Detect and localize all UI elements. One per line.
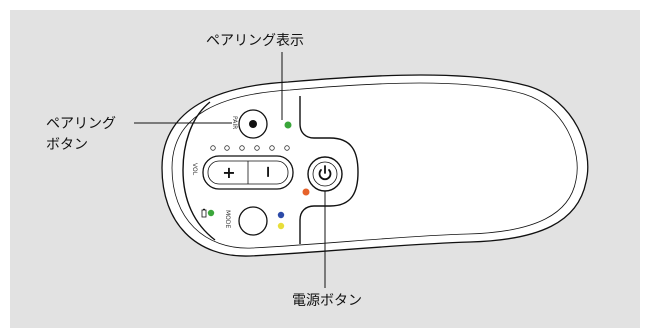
remote-inner-shell	[171, 82, 578, 249]
volume-led-row	[210, 145, 290, 151]
power-button[interactable]	[307, 156, 343, 192]
volume-up-button[interactable]: +	[222, 163, 235, 182]
control-panel-left-edge	[182, 101, 216, 241]
callout-power-button: 電源ボタン	[292, 293, 362, 309]
volume-down-button[interactable]: −	[259, 165, 278, 178]
pairing-indicator-led	[284, 121, 292, 129]
power-icon	[318, 165, 332, 181]
control-panel	[299, 96, 359, 244]
mode-indicator-led-top	[277, 211, 285, 219]
pairing-button[interactable]	[238, 109, 268, 139]
pair-label: PAIR	[231, 116, 238, 129]
mode-indicator-led-bottom	[277, 222, 285, 230]
mode-button[interactable]	[238, 206, 268, 236]
callout-pairing-button-line1: ペアリング	[46, 116, 116, 132]
power-indicator-led	[302, 188, 310, 196]
battery-icon	[201, 208, 207, 218]
battery-indicator-led	[207, 209, 215, 217]
mode-label: MODE	[224, 210, 231, 229]
filled-dot-icon	[249, 120, 257, 128]
callout-pairing-button-line2: ボタン	[46, 137, 88, 153]
callout-pairing-indicator: ペアリング表示	[206, 33, 304, 49]
volume-rocker	[202, 155, 294, 190]
vol-label: VOL	[191, 163, 198, 176]
